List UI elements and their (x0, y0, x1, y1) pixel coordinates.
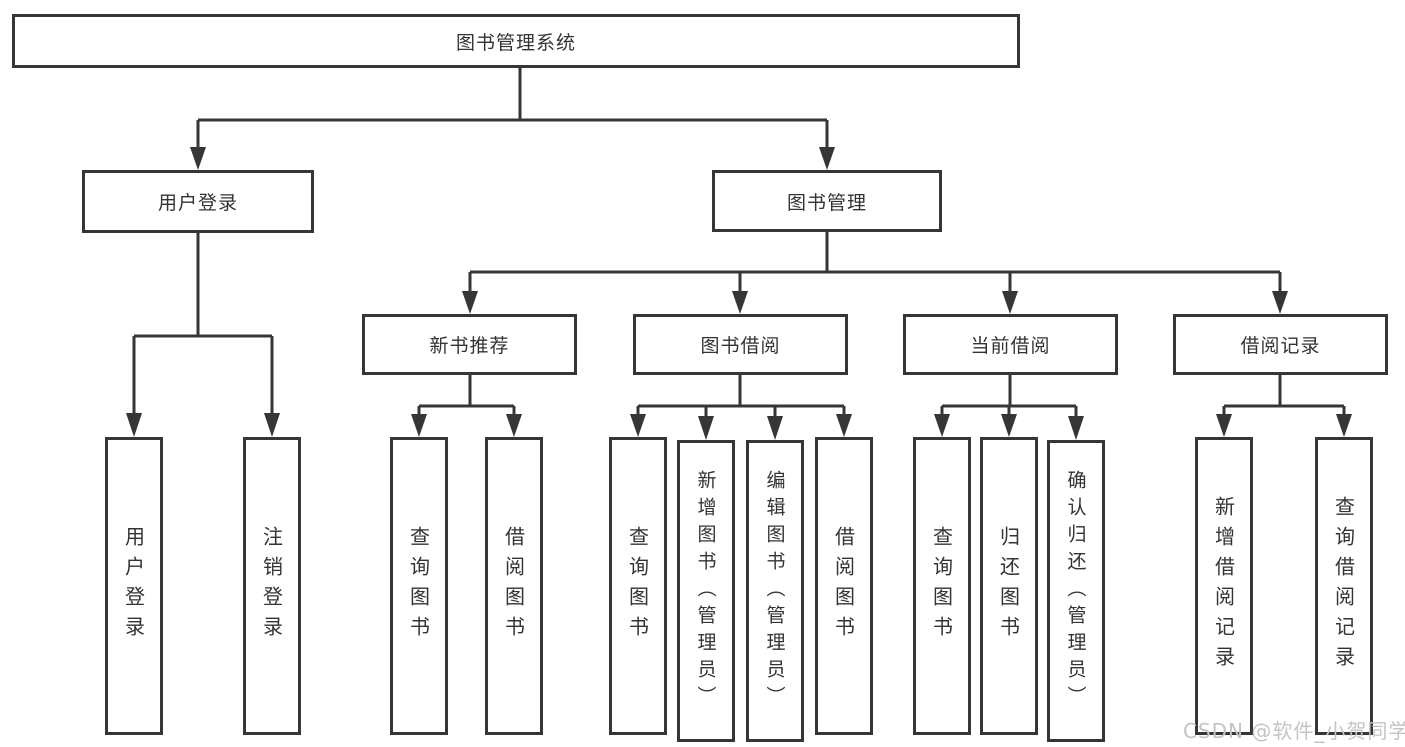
leaf-records-query-borrow-record: 查询借阅记录 (1315, 437, 1373, 735)
arrowhead-icon (506, 414, 522, 437)
node-book-management: 图书管理 (712, 170, 942, 232)
arrowhead-icon (1272, 291, 1288, 314)
leaf-borrow-edit-books-admin: 编辑图书（管理员） (746, 440, 804, 742)
connector-current-borrow-to-leaves (934, 375, 1084, 440)
arrowhead-icon (462, 291, 478, 314)
node-current-borrowing: 当前借阅 (903, 314, 1118, 375)
connector-book-borrow-to-leaves (630, 375, 852, 440)
connector-root-to-level2 (190, 68, 835, 170)
leaf-user-login: 用户登录 (105, 437, 163, 735)
leaf-newbooks-borrow-books: 借阅图书 (485, 437, 543, 735)
arrowhead-icon (126, 413, 142, 437)
node-book-borrowing: 图书借阅 (633, 314, 848, 375)
arrowhead-icon (934, 414, 950, 437)
leaf-current-confirm-return-admin: 确认归还（管理员） (1047, 440, 1105, 742)
leaf-logout-login: 注销登录 (243, 437, 301, 735)
leaf-current-query-books: 查询图书 (913, 437, 971, 735)
csdn-watermark: CSDN @软件_小贺同学 (1183, 719, 1405, 743)
leaf-borrow-borrow-books: 借阅图书 (815, 437, 873, 735)
leaf-current-return-books: 归还图书 (980, 437, 1038, 735)
arrowhead-icon (1001, 414, 1017, 437)
arrowhead-icon (836, 414, 852, 437)
connector-user-login-to-leaves (126, 233, 280, 437)
arrowhead-icon (411, 414, 427, 437)
arrowhead-icon (698, 416, 714, 440)
arrowhead-icon (1002, 291, 1018, 314)
leaf-newbooks-query-books: 查询图书 (390, 437, 448, 735)
arrowhead-icon (1068, 416, 1084, 440)
arrowhead-icon (732, 291, 748, 314)
leaf-borrow-query-books: 查询图书 (609, 437, 667, 735)
leaf-records-add-borrow-record: 新增借阅记录 (1195, 437, 1253, 735)
connector-borrow-records-to-leaves (1216, 375, 1352, 437)
leaf-borrow-add-books-admin: 新增图书（管理员） (677, 440, 735, 742)
arrowhead-icon (1216, 414, 1232, 437)
arrowhead-icon (630, 414, 646, 437)
arrowhead-icon (1336, 414, 1352, 437)
arrowhead-icon (264, 413, 280, 437)
arrowhead-icon (767, 416, 783, 440)
node-new-book-recommend: 新书推荐 (362, 314, 577, 375)
arrowhead-icon (190, 147, 206, 170)
connector-new-books-to-leaves (411, 375, 522, 437)
arrowhead-icon (819, 147, 835, 170)
node-borrowing-records: 借阅记录 (1173, 314, 1388, 375)
connector-book-mgmt-to-level3 (462, 232, 1288, 314)
node-user-login: 用户登录 (82, 170, 314, 233)
node-root: 图书管理系统 (12, 14, 1020, 68)
